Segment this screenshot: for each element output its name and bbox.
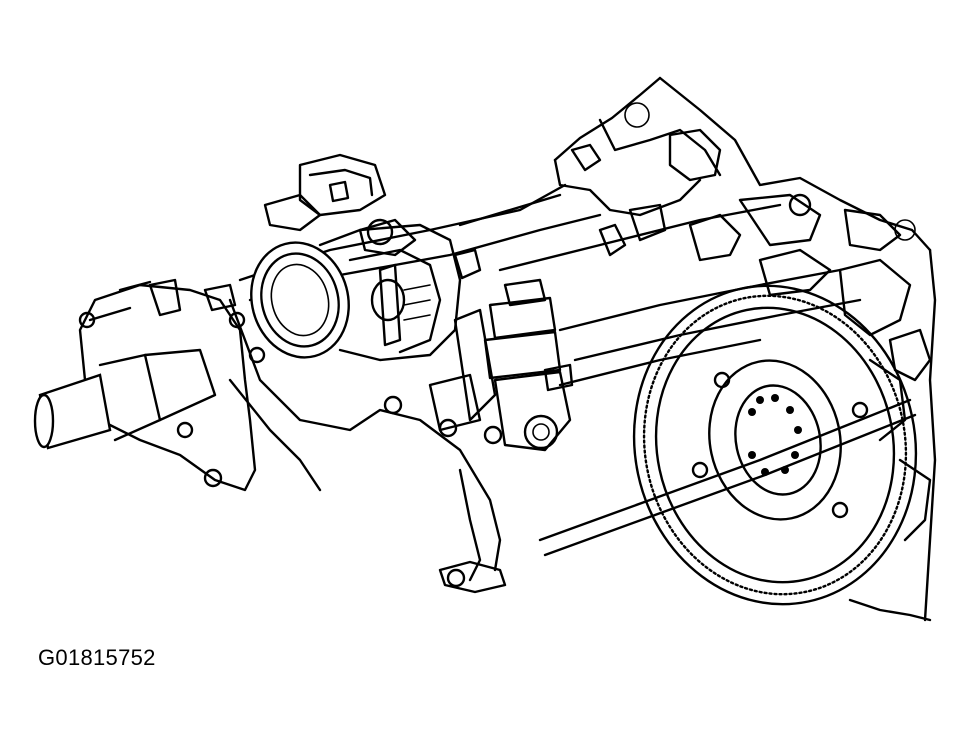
thermostat-housing (33, 278, 266, 492)
throttle-body (250, 153, 482, 362)
flywheel (632, 284, 918, 606)
engine-block (553, 76, 937, 622)
bracket-bolt (438, 560, 507, 594)
figure-id-label: G01815752 (38, 645, 156, 670)
egr-valve (383, 278, 574, 452)
